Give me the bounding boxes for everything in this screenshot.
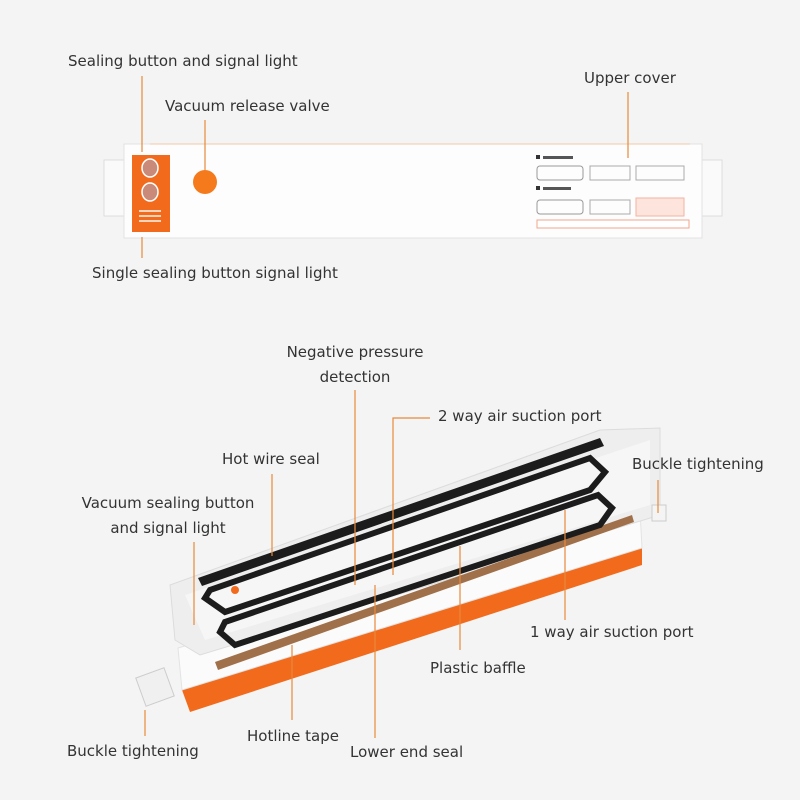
label-negative-pressure-line2: detection xyxy=(319,368,391,386)
label-hotline-tape: Hotline tape xyxy=(247,727,339,745)
upper-gasket xyxy=(200,454,610,616)
label-lower-end-seal: Lower end seal xyxy=(350,743,464,761)
label-negative-pressure-line1: Negative pressure xyxy=(286,343,424,361)
label-sealing-button: Sealing button and signal light xyxy=(68,52,298,70)
hot-wire-seal-gasket xyxy=(198,438,604,586)
sealing-button-icon xyxy=(141,158,159,178)
sealer-open-view xyxy=(135,427,667,712)
label-hot-wire-seal: Hot wire seal xyxy=(222,450,320,468)
label-one-way-port: 1 way air suction port xyxy=(530,623,694,641)
vacuum-sealing-light-icon xyxy=(231,586,239,594)
single-sealing-button-icon xyxy=(141,182,159,202)
label-single-sealing: Single sealing button signal light xyxy=(92,264,338,282)
buckle-right-icon xyxy=(651,504,667,522)
label-two-way-port: 2 way air suction port xyxy=(438,407,602,425)
label-vacuum-sealing-button: Vacuum sealing button and signal light xyxy=(68,491,268,541)
label-buckle-left: Buckle tightening xyxy=(67,742,199,760)
label-vacuum-release-valve: Vacuum release valve xyxy=(165,97,330,115)
sealer-top-view xyxy=(103,143,723,239)
lower-gasket xyxy=(216,491,616,649)
buckle-left-icon xyxy=(135,667,175,707)
leader-lines xyxy=(141,76,659,738)
label-buckle-right: Buckle tightening xyxy=(632,455,764,473)
label-vacuum-button-line2: and signal light xyxy=(110,519,226,537)
label-plastic-baffle: Plastic baffle xyxy=(430,659,526,677)
label-negative-pressure: Negative pressure detection xyxy=(275,340,435,390)
vacuum-release-valve-icon xyxy=(193,170,217,194)
instruction-sticker xyxy=(536,155,690,229)
label-vacuum-button-line1: Vacuum sealing button xyxy=(81,494,255,512)
label-upper-cover: Upper cover xyxy=(584,69,676,87)
